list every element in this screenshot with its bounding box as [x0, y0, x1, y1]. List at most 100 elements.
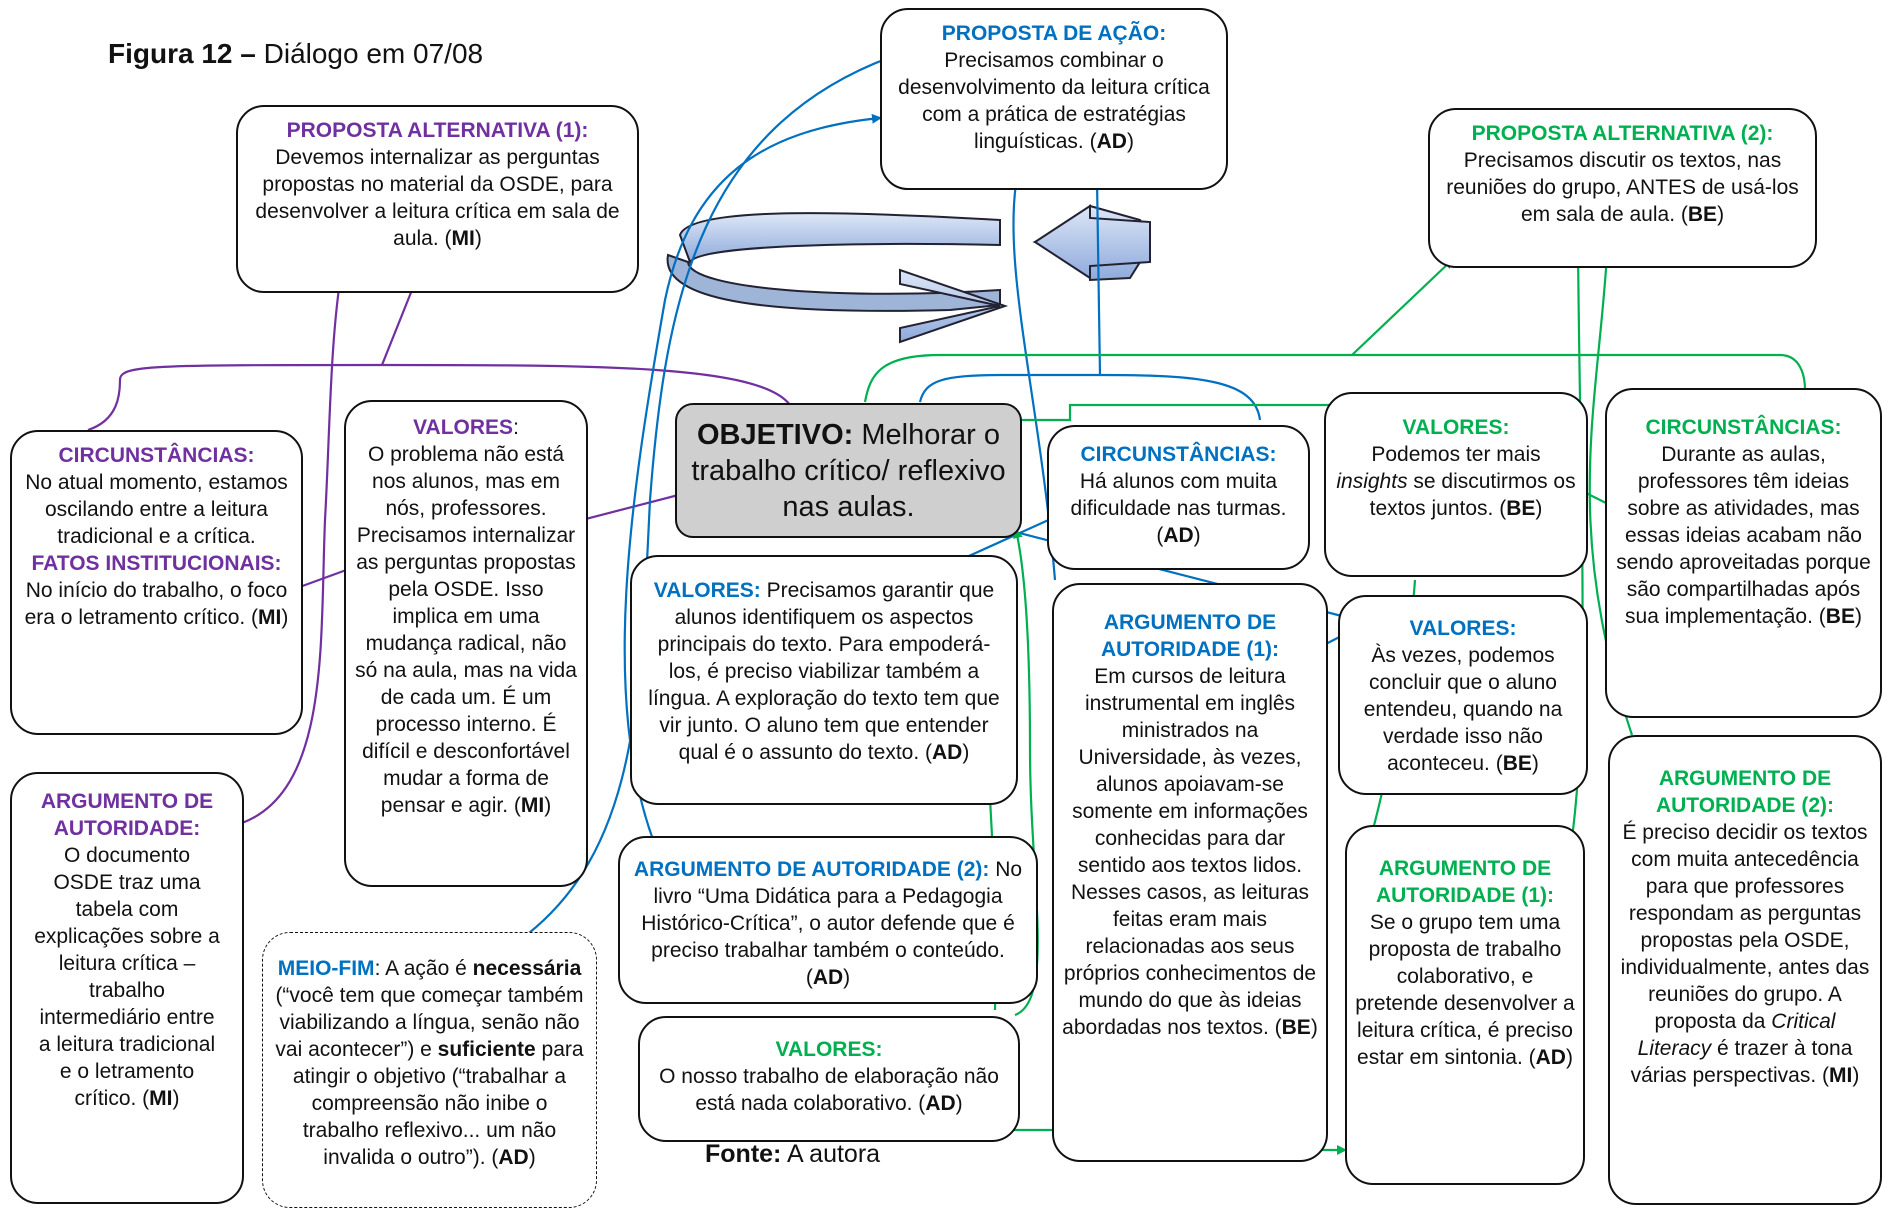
meio-fim-text-b: (“você tem que começar também viabilizan…: [275, 984, 584, 1061]
proposta-alt2-sig: BE: [1687, 203, 1718, 226]
valores-mi-heading: VALORES: [413, 416, 514, 439]
purple-arrow-argumento-to-alt1: [241, 266, 346, 825]
argumento-aut1-green-close: ): [1565, 1046, 1573, 1069]
circ-mid-close: ): [1193, 524, 1201, 547]
valores-be1-heading: VALORES:: [1402, 416, 1510, 439]
argumento-aut2-blue-text: No livro “Uma Didática para a Pedagogia …: [641, 858, 1023, 989]
circ-right-close: ): [1854, 605, 1862, 628]
argumento-left-sig: MI: [149, 1087, 173, 1110]
circ-left-heading: CIRCUNSTÂNCIAS:: [58, 444, 255, 467]
meio-fim-text-a: : A ação é: [374, 957, 473, 980]
proposta-acao-close: ): [1126, 130, 1134, 153]
proposta-acao-box: PROPOSTA DE AÇÃO: Precisamos combinar o …: [880, 8, 1228, 190]
blue-arrow-brace-to-proposta: [1092, 178, 1103, 376]
argumento-aut2-green-text-b: é trazer à tona várias perspectivas. (: [1630, 1037, 1853, 1087]
valores-ad2-sig: AD: [925, 1092, 956, 1115]
fatos-sig: MI: [258, 606, 282, 629]
circ-right-sig: BE: [1825, 605, 1855, 628]
argumento-aut1-blue-heading: ARGUMENTO DE AUTORIDADE (1):: [1100, 611, 1280, 661]
proposta-alt2-box: PROPOSTA ALTERNATIVA (2): Precisamos dis…: [1428, 108, 1817, 268]
meio-fim-em2: suficiente: [437, 1038, 536, 1061]
argumento-aut2-green-text-a: É preciso decidir os textos com muita an…: [1620, 821, 1870, 1033]
argumento-left-heading: ARGUMENTO DE AUTORIDADE:: [40, 790, 214, 840]
fatos-text: No início do trabalho, o foco era o letr…: [24, 579, 288, 629]
argumento-aut2-blue-box: ARGUMENTO DE AUTORIDADE (2): No livro “U…: [618, 836, 1038, 1004]
valores-mi-close: ): [544, 794, 552, 817]
proposta-alt1-heading: PROPOSTA ALTERNATIVA (1):: [286, 119, 589, 142]
argumento-aut2-green-box: ARGUMENTO DE AUTORIDADE (2): É preciso d…: [1608, 735, 1882, 1205]
valores-mi-sig: MI: [520, 794, 545, 817]
cycle-arrow-right: [678, 212, 1001, 265]
argumento-aut1-green-text: Se o grupo tem uma proposta de trabalho …: [1355, 911, 1575, 1069]
argumento-left-box: ARGUMENTO DE AUTORIDADE: O documento OSD…: [10, 772, 244, 1204]
argumento-aut2-blue-sig: AD: [812, 966, 844, 989]
cycle-arrow-band: [666, 253, 1001, 312]
argumento-aut1-blue-text: Em cursos de leitura instrumental em ing…: [1062, 665, 1317, 1039]
proposta-alt1-close: ): [474, 227, 482, 250]
valores-mi-text: O problema não está nos alunos, mas em n…: [355, 443, 577, 817]
objetivo-box: OBJETIVO: Melhorar o trabalho crítico/ r…: [675, 403, 1022, 538]
valores-be1-close: ): [1535, 497, 1543, 520]
source-text: A autora: [781, 1140, 881, 1168]
figure-title-text: Diálogo em 07/08: [255, 38, 484, 69]
valores-ad2-heading: VALORES:: [775, 1038, 883, 1061]
valores-mi-colon: :: [513, 416, 519, 439]
meio-fim-box: MEIO-FIM: A ação é necessária (“você tem…: [262, 932, 597, 1208]
figure-source: Fonte: A autora: [705, 1140, 880, 1169]
meio-fim-heading: MEIO-FIM: [277, 957, 375, 980]
valores-be2-close: ): [1531, 752, 1539, 775]
blue-arrow-arg2-to-proposta: [623, 113, 882, 846]
valores-ad-close: ): [962, 741, 970, 764]
valores-be2-text: Às vezes, podemos concluir que o aluno e…: [1363, 644, 1563, 775]
valores-ad-heading: VALORES:: [653, 579, 761, 602]
proposta-alt1-box: PROPOSTA ALTERNATIVA (1): Devemos intern…: [236, 105, 639, 293]
valores-mi-heading-wrap: VALORES:: [354, 414, 578, 441]
green-arrow-valores-to-objetivo: [1008, 403, 1330, 425]
valores-be1-it: insights: [1336, 470, 1408, 493]
meio-fim-sig: AD: [498, 1146, 529, 1169]
cycle-arrow-left-body: [1033, 204, 1151, 280]
argumento-aut1-green-heading: ARGUMENTO DE AUTORIDADE (1):: [1375, 857, 1555, 907]
circunstancias-mid-box: CIRCUNSTÂNCIAS: Há alunos com muita difi…: [1047, 425, 1310, 570]
valores-ad-box: VALORES: Precisamos garantir que alunos …: [630, 555, 1018, 805]
argumento-aut2-blue-close: ): [843, 966, 851, 989]
green-brace: [863, 353, 1807, 403]
proposta-alt2-heading: PROPOSTA ALTERNATIVA (2):: [1471, 122, 1774, 145]
valores-ad-text: Precisamos garantir que alunos identifiq…: [648, 579, 1000, 764]
circ-right-heading: CIRCUNSTÂNCIAS:: [1645, 416, 1842, 439]
valores-ad2-text: O nosso trabalho de elaboração não está …: [659, 1065, 999, 1115]
figure-title: Figura 12 – Diálogo em 07/08: [108, 38, 483, 70]
argumento-aut1-blue-sig: BE: [1281, 1016, 1311, 1039]
proposta-acao-sig: AD: [1096, 130, 1127, 153]
cycle-arrow-right-head: [899, 268, 1009, 344]
argumento-aut1-blue-close: ): [1310, 1016, 1318, 1039]
circunstancias-right-box: CIRCUNSTÂNCIAS: Durante as aulas, profes…: [1605, 388, 1882, 718]
valores-be1-sig: BE: [1506, 497, 1536, 520]
objetivo-text: Melhorar o trabalho crítico/ reflexivo n…: [691, 419, 1006, 523]
figure-label: Figura 12 –: [108, 38, 256, 69]
circ-mid-text: Há alunos com muita dificuldade nas turm…: [1070, 470, 1287, 547]
valores-be1-box: VALORES: Podemos ter mais insights se di…: [1324, 392, 1588, 577]
argumento-aut2-green-sig: MI: [1829, 1064, 1853, 1087]
blue-arrow-meiofim-to-proposta: [509, 49, 907, 948]
valores-be2-box: VALORES: Às vezes, podemos concluir que …: [1338, 595, 1588, 795]
meio-fim-close: ): [528, 1146, 536, 1169]
argumento-left-close: ): [172, 1087, 180, 1110]
valores-be2-heading: VALORES:: [1409, 617, 1517, 640]
valores-ad2-close: ): [955, 1092, 963, 1115]
objetivo-heading: OBJETIVO:: [697, 419, 854, 451]
valores-ad2-box: VALORES: O nosso trabalho de elaboração …: [638, 1016, 1020, 1142]
circunstancias-left-box: CIRCUNSTÂNCIAS: No atual momento, estamo…: [10, 430, 303, 735]
proposta-alt2-close: ): [1717, 203, 1725, 226]
cycle-arrows: [666, 204, 1152, 344]
argumento-aut2-green-heading: ARGUMENTO DE AUTORIDADE (2):: [1655, 767, 1835, 817]
argumento-aut2-blue-heading: ARGUMENTO DE AUTORIDADE (2):: [633, 858, 990, 881]
proposta-alt1-sig: MI: [451, 227, 475, 250]
source-label: Fonte:: [705, 1140, 782, 1168]
green-arrow-brace-to-alt2: [1351, 258, 1454, 356]
argumento-left-text: O documento OSDE traz uma tabela com exp…: [34, 844, 220, 1110]
proposta-alt1-text: Devemos internalizar as perguntas propos…: [255, 146, 620, 250]
argumento-aut2-green-close: ): [1852, 1064, 1860, 1087]
valores-be2-sig: BE: [1502, 752, 1532, 775]
circ-left-text: No atual momento, estamos oscilando entr…: [25, 471, 288, 548]
